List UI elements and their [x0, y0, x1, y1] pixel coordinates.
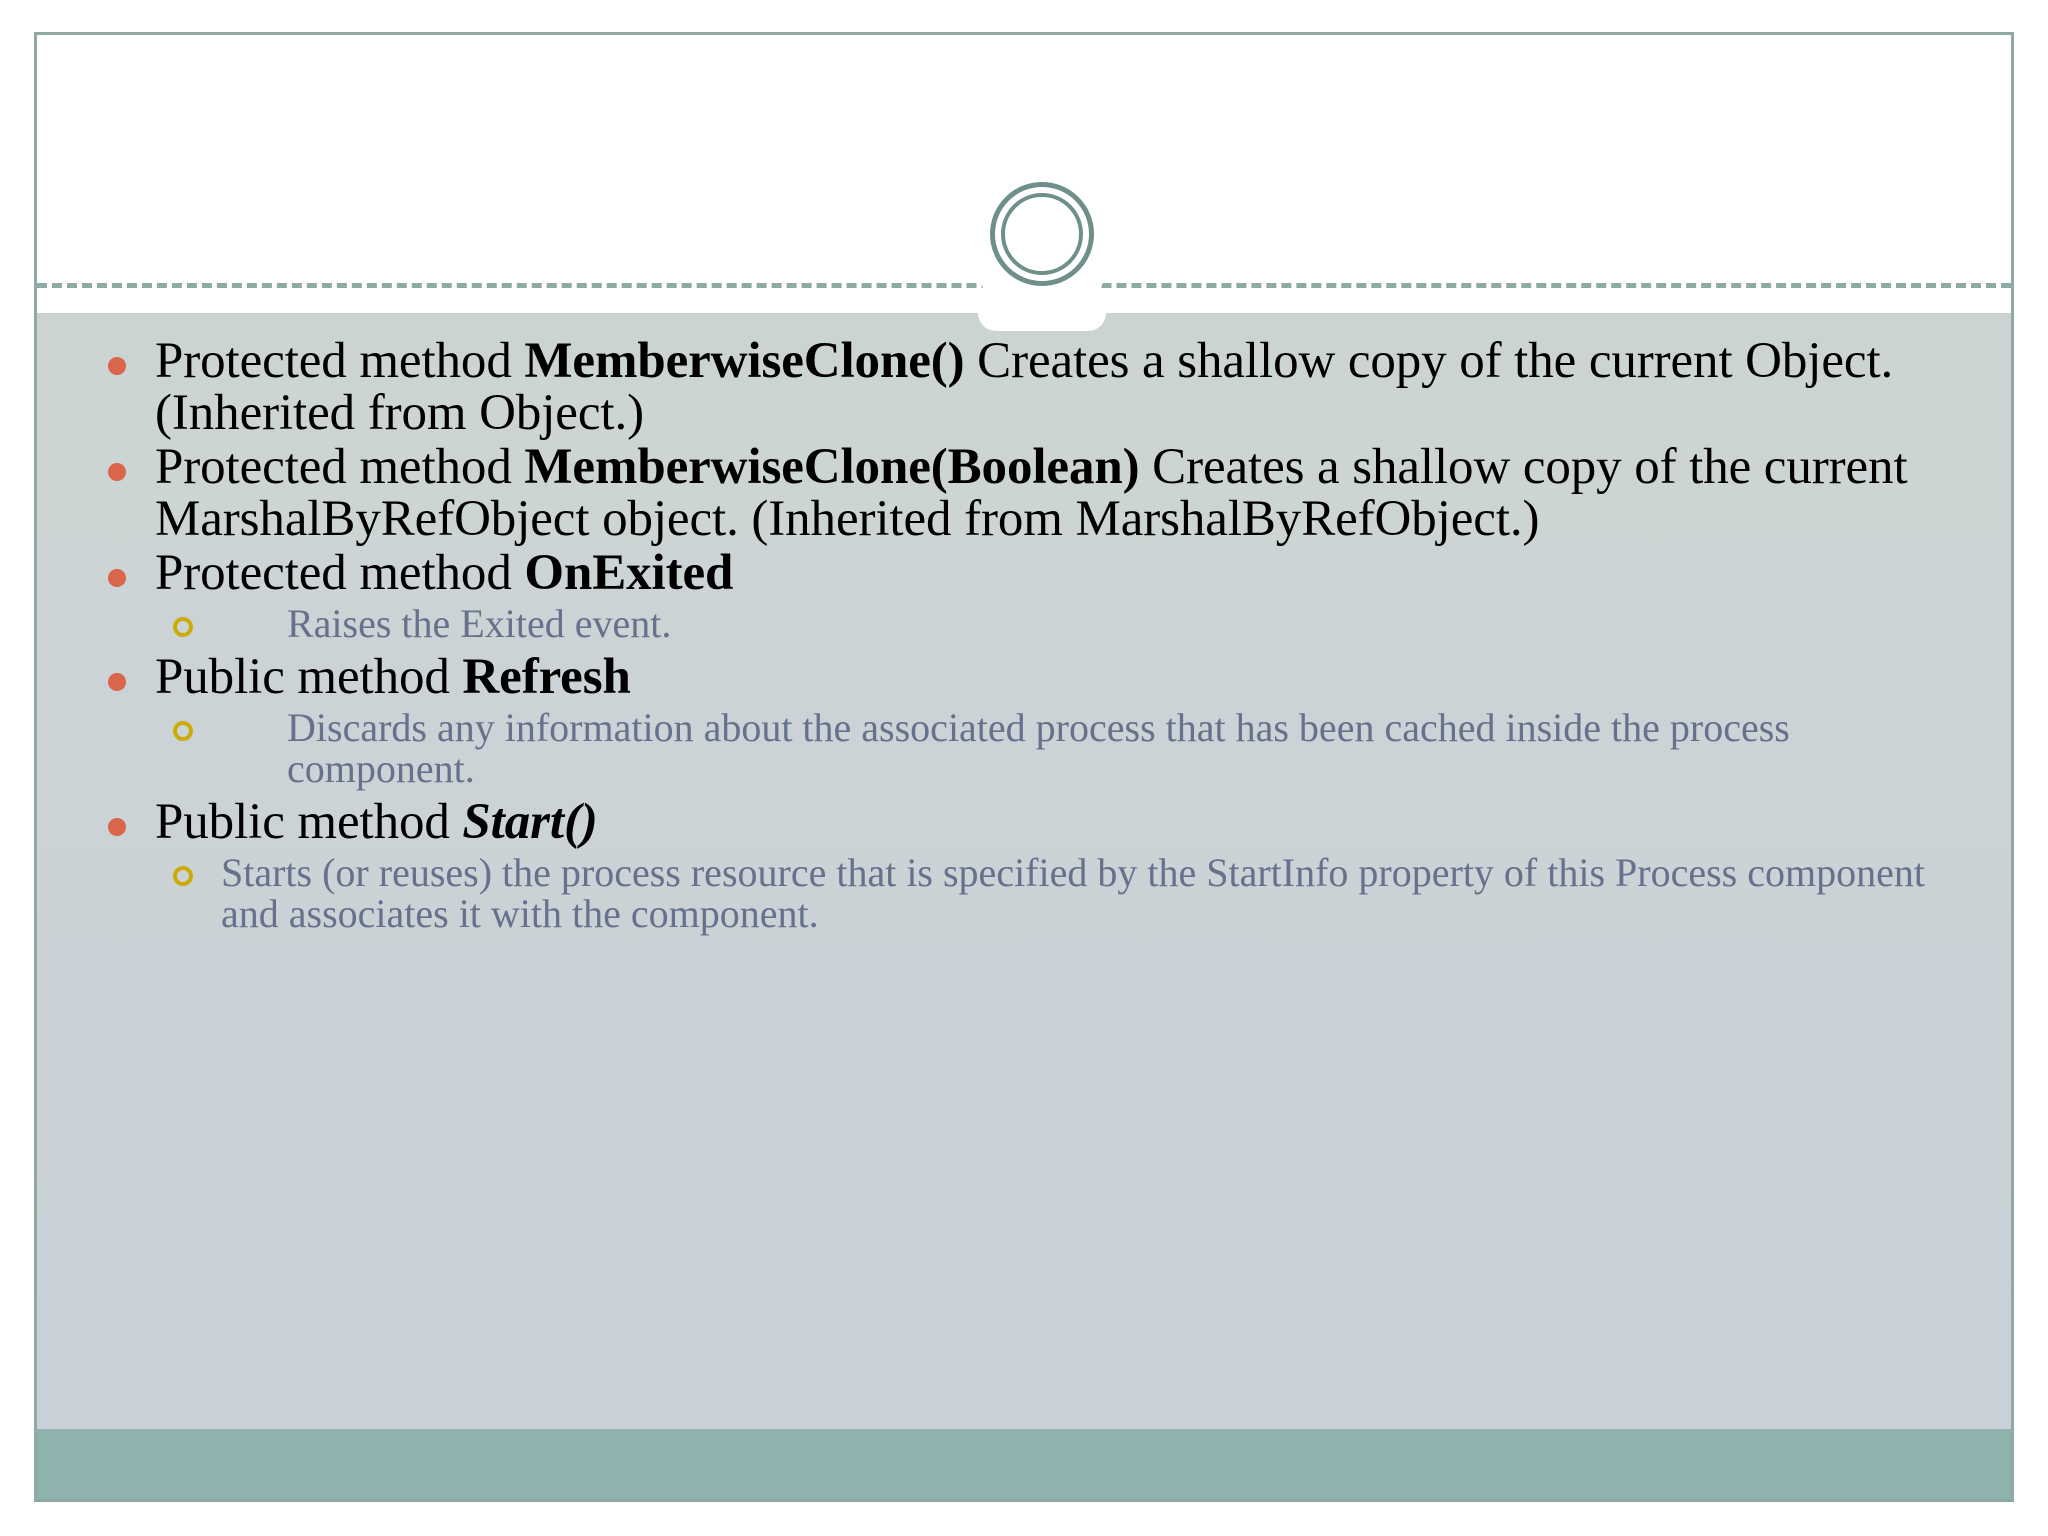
list-item: Protected method OnExited [81, 547, 1967, 599]
list-item: Public method Start() [81, 796, 1967, 848]
bullet-dot-icon [108, 569, 126, 588]
list-item: Public method Refresh [81, 651, 1967, 703]
bullet-dot-icon [108, 672, 126, 691]
bullet-method-name: MemberwiseClone(Boolean) [524, 439, 1140, 496]
bullet-prefix: Protected method [155, 333, 525, 389]
subbullet-text: Starts (or reuses) the process resource … [221, 849, 1925, 937]
bullet-prefix: Protected method [155, 545, 525, 602]
sub-list-item: Starts (or reuses) the process resource … [81, 852, 1967, 935]
bullet-prefix: Protected method [155, 439, 525, 496]
ring-inner [1001, 193, 1083, 275]
presentation-slide: Protected method MemberwiseClone() Creat… [34, 32, 2014, 1502]
list-item: Protected method MemberwiseClone(Boolean… [81, 441, 1967, 545]
sub-list-item: Raises the Exited event. [81, 603, 1967, 645]
bullet-prefix: Public method [155, 648, 463, 705]
double-ring-circle-icon [990, 182, 1094, 286]
footer-bar [37, 1429, 2011, 1499]
subbullet-circle-icon [173, 617, 193, 638]
subbullet-text: Raises the Exited event. [287, 601, 672, 647]
bullet-suffix: Creates a shallow copy of the current Ma… [155, 439, 1908, 548]
list-item: Protected method MemberwiseClone() Creat… [81, 335, 1967, 439]
bullet-list: Protected method MemberwiseClone() Creat… [37, 313, 2011, 941]
subbullet-text: Discards any information about the assoc… [287, 704, 1790, 792]
subbullet-circle-icon [173, 865, 193, 886]
slide-content-panel [37, 313, 2011, 1433]
bullet-method-name: OnExited [524, 545, 734, 602]
bullet-suffix: Creates a shallow copy of the current Ob… [155, 333, 1894, 442]
bullet-dot-icon [108, 817, 126, 836]
bullet-dot-icon [108, 357, 126, 375]
bullet-method-name: Refresh [462, 648, 631, 705]
sub-list-item: Discards any information about the assoc… [81, 704, 1967, 792]
bullet-method-name: MemberwiseClone() [524, 333, 965, 389]
bullet-dot-icon [108, 463, 126, 482]
subbullet-circle-icon [173, 720, 193, 741]
bullet-prefix: Public method [155, 793, 463, 850]
bullet-method-name: Start() [462, 793, 598, 850]
